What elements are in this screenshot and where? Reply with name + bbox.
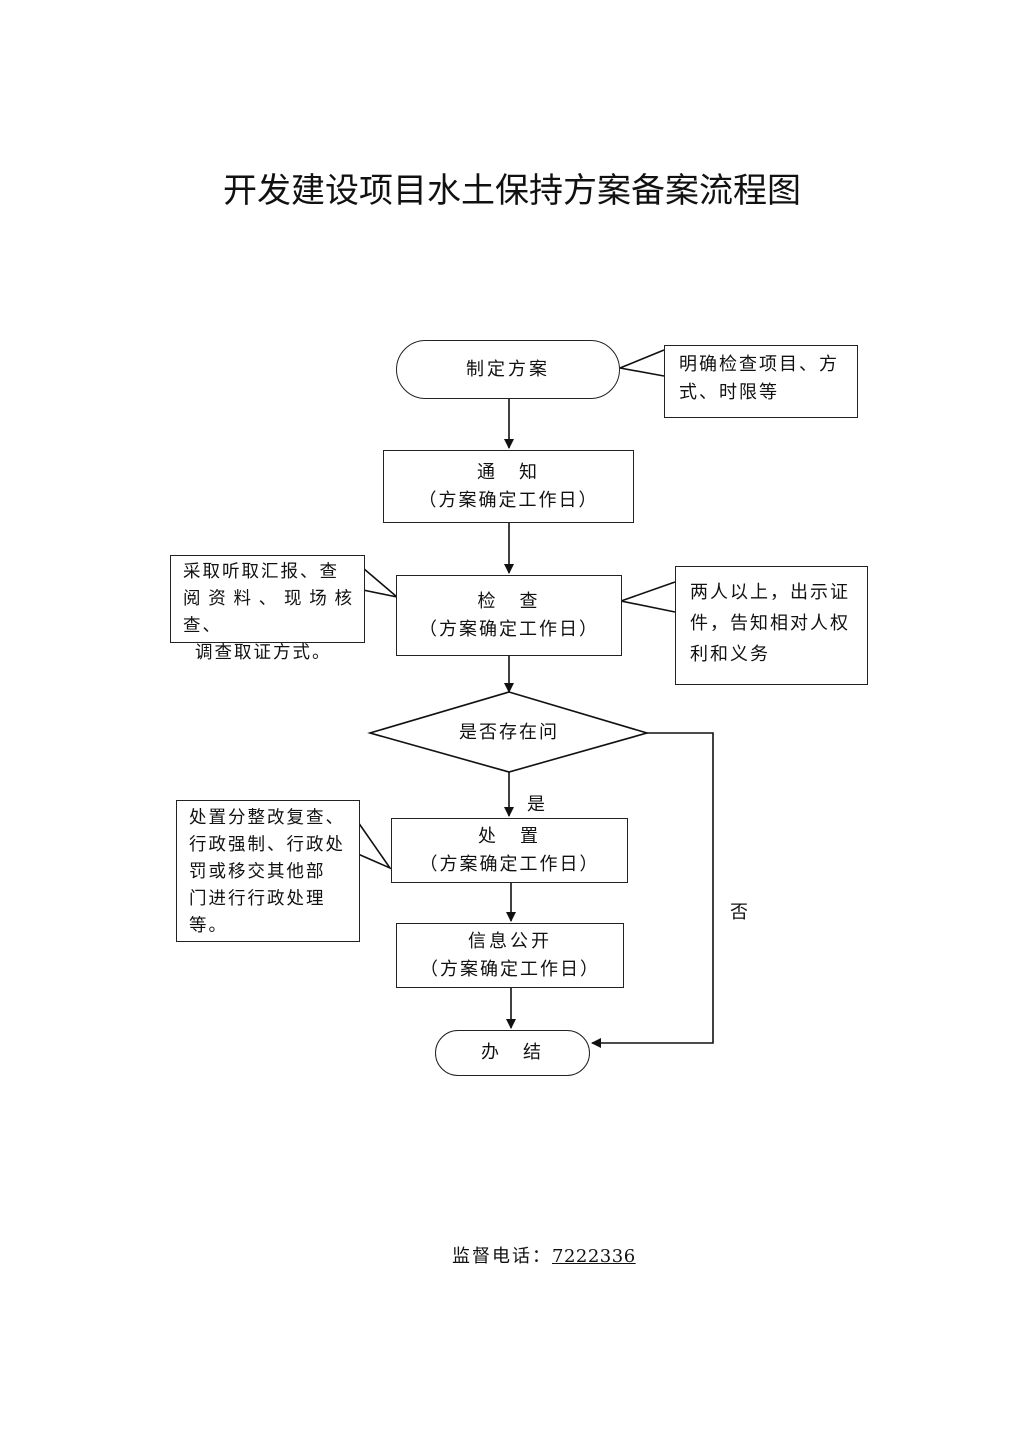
note-handle-line: 门进行行政处理 — [189, 889, 326, 909]
node-handle: 处 置 （方案确定工作日） — [391, 818, 628, 883]
node-plan: 制定方案 — [396, 340, 620, 399]
arrow-decision-no-branch — [591, 732, 714, 1048]
page-title: 开发建设项目水土保持方案备案流程图 — [223, 171, 801, 211]
node-notify: 通 知 （方案确定工作日） — [383, 450, 634, 523]
callout-pointer-plan — [617, 349, 665, 377]
decision-label: 是否存在问 — [459, 722, 559, 743]
node-finish: 办 结 — [435, 1030, 590, 1076]
node-publish: 信息公开 （方案确定工作日） — [396, 923, 624, 988]
note-inspect-right-line: 两人以上，出示证 — [690, 582, 850, 603]
note-inspect-right: 两人以上，出示证 件，告知相对人权 利和义务 — [675, 566, 868, 685]
note-handle-line: 罚或移交其他部 — [189, 862, 326, 882]
footer-label: 监督电话： — [452, 1246, 552, 1267]
branch-label-yes: 是 — [527, 794, 545, 815]
callout-pointer-inspect-left — [362, 567, 398, 598]
note-inspect-right-line: 件，告知相对人权 — [690, 613, 850, 634]
callout-pointer-inspect-right — [618, 581, 676, 613]
note-inspect-left-line: 采取听取汇报、查 — [183, 562, 339, 582]
note-handle: 处置分整改复查、 行政强制、行政处 罚或移交其他部 门进行行政处理 等。 — [176, 800, 360, 942]
note-handle-line: 处置分整改复查、 — [189, 808, 345, 828]
node-handle-title: 处 置 — [478, 825, 541, 847]
note-inspect-left-line: 阅资料、现场核查、 — [183, 589, 354, 636]
node-plan-label: 制定方案 — [466, 358, 550, 380]
node-finish-label: 办 结 — [481, 1042, 544, 1063]
node-publish-sub: （方案确定工作日） — [420, 958, 600, 980]
node-inspect: 检 查 （方案确定工作日） — [396, 575, 622, 656]
note-inspect-left: 采取听取汇报、查 阅资料、现场核查、 调查取证方式。 — [170, 555, 365, 663]
note-handle-line: 等。 — [189, 916, 228, 936]
node-notify-title: 通 知 — [477, 461, 540, 483]
node-publish-title: 信息公开 — [468, 930, 552, 952]
branch-label-no: 否 — [730, 902, 748, 923]
decision-diamond — [367, 691, 650, 773]
note-plan: 明确检查项目、方 式、时限等 — [664, 345, 858, 418]
node-handle-sub: （方案确定工作日） — [419, 853, 600, 875]
footer-phone: 7222336 — [552, 1246, 636, 1267]
note-inspect-left-line: 调查取证方式。 — [195, 643, 332, 663]
node-inspect-title: 检 查 — [477, 590, 541, 612]
note-handle-line: 行政强制、行政处 — [189, 835, 345, 855]
node-notify-sub: （方案确定工作日） — [418, 489, 599, 511]
note-plan-line: 明确检查项目、方 — [679, 354, 839, 375]
footer-contact: 监督电话：7222336 — [452, 1242, 636, 1268]
note-plan-line: 式、时限等 — [679, 382, 779, 403]
node-inspect-sub: （方案确定工作日） — [419, 618, 599, 640]
note-inspect-right-line: 利和义务 — [690, 644, 770, 665]
callout-pointer-handle — [357, 821, 393, 870]
